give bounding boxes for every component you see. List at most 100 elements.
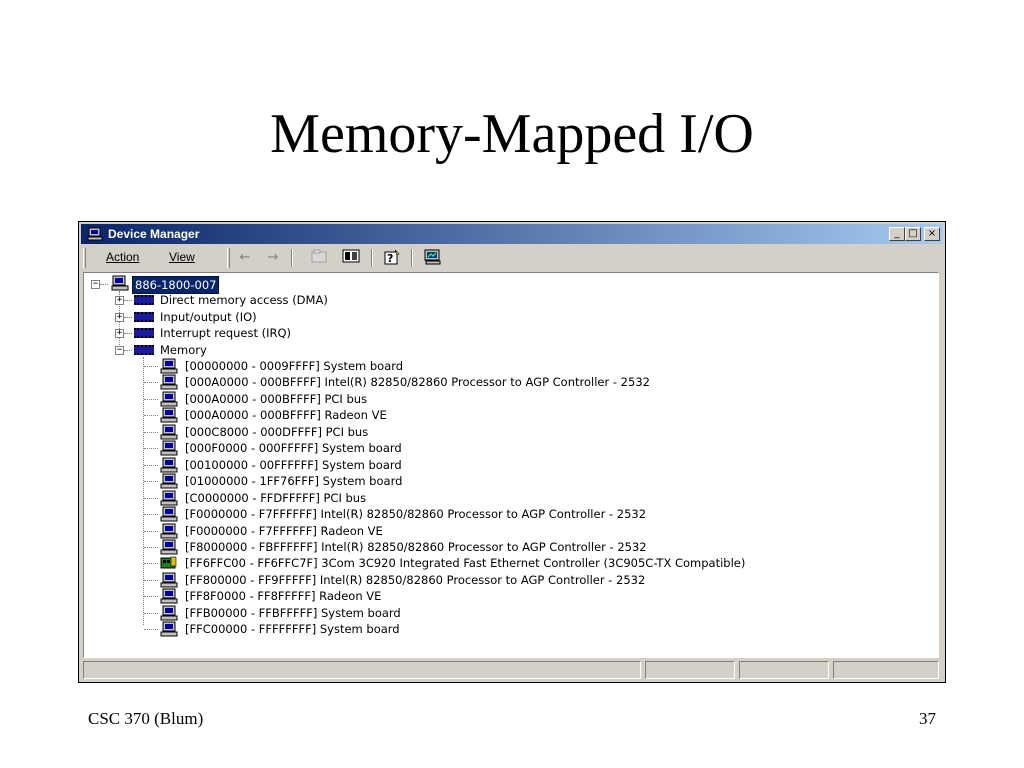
memory-range-item[interactable]: [F0000000 - F7FFFFFF] Intel(R) 82850/828…: [185, 507, 647, 522]
monitor-icon: [160, 588, 178, 604]
tree-connector: [144, 497, 158, 499]
expand-toggle-dma[interactable]: +: [115, 295, 124, 305]
tree-connector: [144, 481, 158, 483]
memory-chip-icon: [134, 344, 154, 355]
tree-connector: [144, 579, 158, 581]
monitor-icon: [160, 572, 178, 588]
status-pane-4: [833, 661, 939, 679]
computer-icon: [111, 275, 129, 291]
menu-action[interactable]: Action: [106, 250, 139, 264]
monitor-icon: [160, 391, 178, 407]
svg-text:?: ?: [387, 252, 393, 265]
minimize-button[interactable]: _: [889, 227, 905, 241]
show-hide-tree-icon[interactable]: [341, 249, 361, 267]
tree-connector: [144, 514, 158, 516]
tree-connector: [124, 349, 132, 351]
memory-range-item[interactable]: [FFB00000 - FFBFFFFF] System board: [185, 605, 401, 620]
tree-category-dma[interactable]: Direct memory access (DMA): [160, 293, 328, 307]
tree-category-memory[interactable]: Memory: [160, 342, 207, 357]
slide-title: Memory-Mapped I/O: [270, 103, 754, 165]
toolbar-grip[interactable]: [83, 248, 86, 268]
monitor-icon: [160, 358, 178, 374]
monitor-icon: [160, 506, 178, 522]
properties-icon[interactable]: [309, 249, 329, 267]
memory-range-item[interactable]: [FF8F0000 - FF8FFFFF] Radeon VE: [185, 589, 382, 604]
memory-range-item[interactable]: [000A0000 - 000BFFFF] Radeon VE: [185, 408, 387, 423]
monitor-icon: [160, 457, 178, 473]
monitor-icon: [160, 374, 178, 390]
memory-range-item[interactable]: [01000000 - 1FF76FFF] System board: [185, 474, 403, 489]
memory-range-item[interactable]: [FF800000 - FF9FFFFF] Intel(R) 82850/828…: [185, 572, 646, 587]
memory-chip-icon: [134, 311, 154, 322]
tree-connector: [144, 596, 158, 598]
toolbar-separator-3: [411, 249, 413, 267]
monitor-icon: [160, 523, 178, 538]
tree-connector: [100, 284, 108, 285]
collapse-root-toggle[interactable]: −: [91, 279, 100, 289]
monitor-icon: [160, 621, 178, 637]
monitor-icon: [160, 424, 178, 440]
device-tree[interactable]: − 886-1800-007 + Direct memory access (DM…: [83, 272, 939, 658]
tree-connector: [144, 398, 158, 400]
memory-range-item[interactable]: [00000000 - 0009FFFF] System board: [185, 359, 404, 373]
close-button[interactable]: ×: [924, 227, 940, 241]
expand-toggle-memory[interactable]: −: [115, 344, 124, 355]
memory-range-item[interactable]: [000F0000 - 000FFFFF] System board: [185, 441, 402, 456]
toolbar-grip-2[interactable]: [227, 248, 230, 268]
back-arrow-icon[interactable]: ←: [239, 250, 251, 265]
status-pane-main: [83, 661, 641, 679]
memory-range-item[interactable]: [00100000 - 00FFFFFF] System board: [185, 457, 402, 472]
memory-range-item[interactable]: [000C8000 - 000DFFFF] PCI bus: [185, 424, 369, 439]
tree-connector: [124, 300, 132, 301]
scan-hardware-icon[interactable]: [423, 249, 443, 267]
menu-action-label: Action: [106, 250, 140, 264]
tree-connector: [144, 629, 158, 631]
title-bar[interactable]: Device Manager _ □ ×: [81, 224, 943, 244]
status-bar: [83, 661, 941, 679]
memory-chip-icon: [134, 328, 154, 338]
monitor-icon: [160, 473, 178, 489]
tree-connector: [144, 415, 158, 417]
memory-range-item[interactable]: [000A0000 - 000BFFFF] Intel(R) 82850/828…: [185, 375, 650, 390]
expand-toggle-irq[interactable]: +: [115, 328, 124, 338]
window-title: Device Manager: [108, 227, 200, 241]
tree-connector: [144, 530, 158, 532]
monitor-icon: [160, 490, 178, 506]
tree-connector: [144, 563, 158, 565]
memory-range-item[interactable]: [FFC00000 - FFFFFFFF] System board: [185, 622, 400, 637]
expand-toggle-io[interactable]: +: [115, 311, 124, 322]
tree-connector: [144, 464, 158, 466]
forward-arrow-icon[interactable]: →: [267, 250, 279, 265]
help-icon[interactable]: ?: [383, 249, 403, 267]
toolbar-separator-2: [371, 249, 373, 267]
device-manager-window: Device Manager _ □ × Action View ← → ? −: [78, 221, 946, 683]
tree-connector: [144, 382, 158, 384]
maximize-button[interactable]: □: [905, 227, 921, 241]
memory-range-item[interactable]: [F0000000 - F7FFFFFF] Radeon VE: [185, 523, 383, 538]
memory-range-item[interactable]: [C0000000 - FFDFFFFF] PCI bus: [185, 490, 367, 505]
status-pane-2: [645, 661, 735, 679]
monitor-icon: [160, 407, 178, 423]
computer-icon: [87, 227, 103, 241]
tree-connector: [144, 431, 158, 433]
tree-connector: [144, 448, 158, 450]
tree-connector: [124, 333, 132, 334]
tree-category-irq[interactable]: Interrupt request (IRQ): [160, 326, 292, 340]
tree-connector: [144, 546, 158, 548]
status-pane-3: [739, 661, 829, 679]
monitor-icon: [160, 440, 178, 456]
monitor-icon: [160, 539, 178, 555]
menu-view-label: View: [169, 250, 195, 264]
memory-range-item[interactable]: [F8000000 - FBFFFFFF] Intel(R) 82850/828…: [185, 539, 647, 554]
toolbar: Action View ← → ?: [81, 246, 943, 270]
tree-connector: [144, 612, 158, 614]
tree-root[interactable]: 886-1800-007: [132, 276, 220, 294]
menu-view[interactable]: View: [169, 250, 195, 264]
memory-range-item[interactable]: [000A0000 - 000BFFFF] PCI bus: [185, 391, 368, 406]
tree-category-io[interactable]: Input/output (IO): [160, 309, 257, 324]
network-card-icon: [160, 557, 177, 569]
memory-range-item[interactable]: [FF6FFC00 - FF6FFC7F] 3Com 3C920 Integra…: [185, 556, 746, 571]
memory-chip-icon: [134, 295, 154, 305]
toolbar-separator: [291, 249, 293, 267]
footer-course: CSC 370 (Blum): [88, 709, 204, 728]
